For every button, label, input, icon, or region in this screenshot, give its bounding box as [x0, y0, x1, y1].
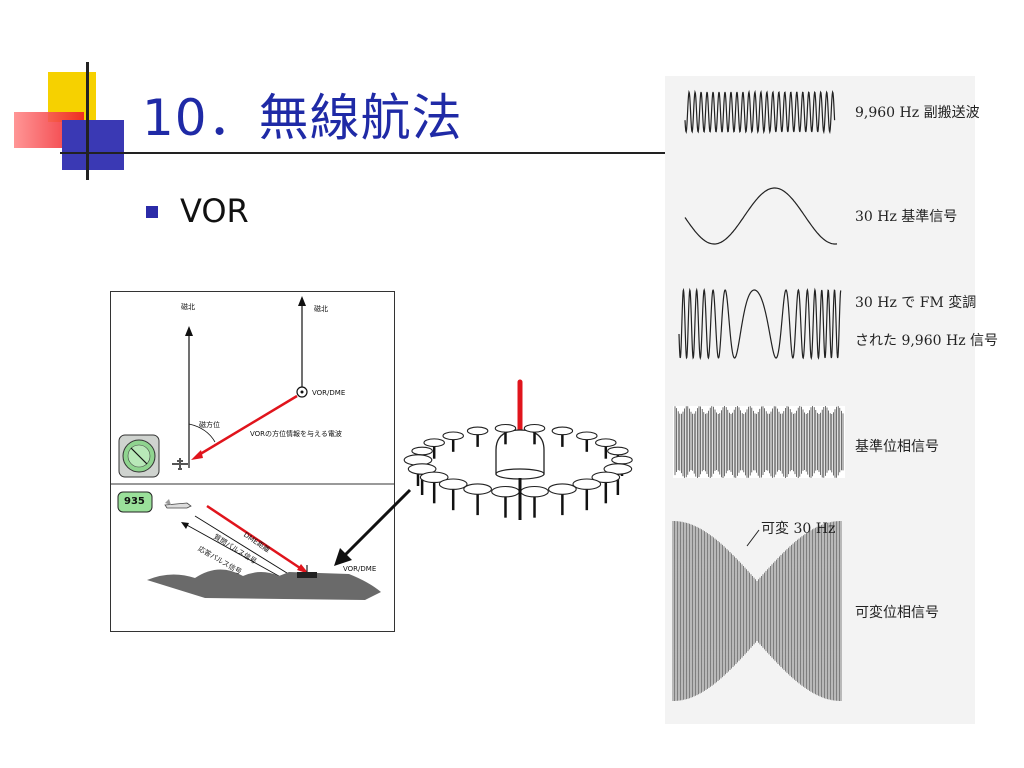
waveform-graphics	[672, 89, 845, 701]
antenna-element	[411, 446, 433, 456]
wave-label-2: 30 Hz 基準信号	[855, 209, 958, 225]
slide-title: 10．無線航法	[142, 89, 463, 147]
antenna-element	[442, 431, 464, 441]
wave-fm-modulated	[678, 287, 842, 361]
wave-reference-30hz	[684, 187, 838, 245]
wave-label-3b: された 9,960 Hz 信号	[855, 333, 999, 349]
title-deco-vline	[86, 62, 89, 180]
bearing-label: 磁方位	[199, 421, 220, 429]
wave-variable-phase	[672, 521, 842, 701]
antenna-element	[607, 446, 629, 456]
diagram-graphics	[111, 296, 394, 600]
antenna-element	[520, 485, 549, 498]
north-label-left: 磁北	[181, 303, 195, 311]
compass-instrument-icon	[118, 434, 160, 478]
antenna-element	[551, 426, 574, 436]
antenna-dome	[495, 429, 545, 475]
antenna-element	[572, 478, 602, 490]
bullet-text: VOR	[180, 192, 249, 230]
station-label-top: VOR/DME	[312, 389, 346, 397]
signal-label: VORの方位情報を与える電波	[250, 430, 342, 438]
antenna-element	[491, 485, 520, 498]
station-label-bottom: VOR/DME	[343, 565, 377, 573]
wave-reference-phase	[673, 406, 845, 478]
wave-label-5: 可変位相信号	[855, 605, 939, 621]
title-underline	[60, 152, 670, 154]
antenna-element	[523, 423, 546, 433]
antenna-element	[595, 438, 617, 448]
antenna-element	[548, 483, 577, 495]
antenna-element	[576, 431, 598, 441]
antenna-element	[438, 478, 468, 490]
vor-antenna-array	[403, 379, 633, 520]
aircraft-side-icon	[164, 499, 192, 509]
vor-dme-diagram: 磁北 磁北 VOR/DME 磁方位 VORの方位情報を与える電波 935 DME…	[110, 291, 395, 632]
waveform-panel: 9,960 Hz 副搬送波 30 Hz 基準信号 30 Hz で FM 変調 さ…	[665, 76, 998, 724]
wave-label-1: 9,960 Hz 副搬送波	[855, 105, 980, 121]
title-deco-blue	[62, 120, 124, 170]
aircraft-icon	[172, 458, 188, 470]
dme-readout-value: 935	[124, 496, 145, 507]
dme-readout-icon	[117, 491, 153, 513]
antenna-element	[466, 426, 489, 436]
antenna-element	[494, 423, 517, 433]
antenna-element	[611, 455, 633, 465]
antenna-element	[463, 483, 492, 495]
ground-station-icon	[297, 565, 317, 578]
pointer-arrow	[334, 488, 412, 566]
antenna-element	[423, 438, 445, 448]
terrain-graphic	[147, 569, 381, 600]
antenna-element	[419, 471, 449, 484]
antenna-element	[591, 471, 621, 484]
bullet-marker	[146, 206, 158, 218]
wave-label-5-note: 可変 30 Hz	[761, 521, 836, 537]
north-label-right: 磁北	[314, 305, 328, 313]
wave-label-3a: 30 Hz で FM 変調	[855, 295, 977, 311]
wave-subcarrier	[684, 89, 836, 135]
wave-label-4: 基準位相信号	[855, 439, 939, 455]
